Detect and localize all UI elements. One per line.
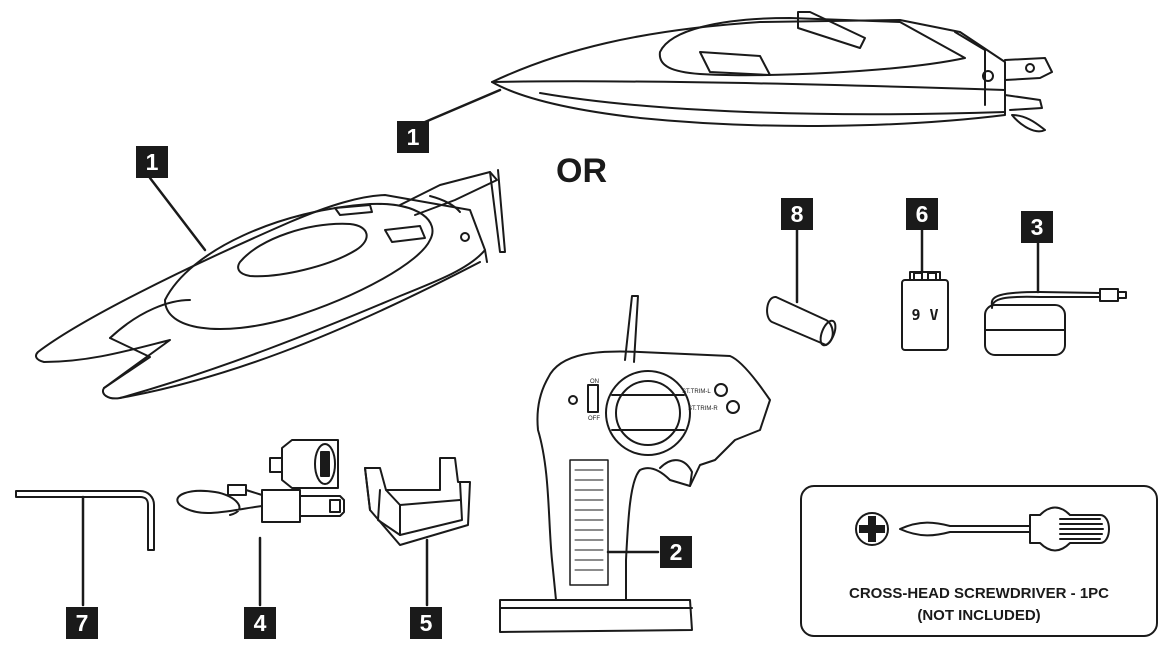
part-number-badge-4: 4 (244, 607, 276, 639)
aa-battery-icon (766, 226, 837, 347)
hex-key-icon (15, 490, 155, 607)
note-line-2: (NOT INCLUDED) (917, 607, 1041, 624)
battery-pack-icon (984, 236, 1127, 356)
battery-9v-label: 9 V (911, 306, 938, 324)
or-separator: OR (556, 152, 607, 190)
speedboat-side-view-icon (423, 11, 1053, 133)
part-number-badge-1-top: 1 (397, 121, 429, 153)
part-number-badge-7: 7 (66, 607, 98, 639)
speedboat-three-quarter-view-icon (35, 169, 506, 400)
boat-stand-icon (364, 457, 471, 607)
remote-transmitter-icon: ON OFF ST.TRIM-L ST.TRIM-R (499, 295, 771, 633)
part-number-badge-5: 5 (410, 607, 442, 639)
note-line-1: CROSS-HEAD SCREWDRIVER - 1PC (848, 585, 1110, 602)
screwdriver-note-box: CROSS-HEAD SCREWDRIVER - 1PC (NOT INCLUD… (800, 485, 1158, 637)
usb-charger-icon (176, 439, 345, 607)
part-number-badge-8: 8 (781, 198, 813, 230)
9v-battery-icon: 9 V (901, 228, 949, 351)
switch-on-text: ON (590, 379, 599, 385)
trim-right-text: ST.TRIM-R (688, 406, 718, 412)
part-number-badge-3: 3 (1021, 211, 1053, 243)
part-number-badge-6: 6 (906, 198, 938, 230)
switch-off-text: OFF (588, 416, 600, 422)
screwdriver-icon (855, 506, 1110, 552)
part-number-badge-1-left: 1 (136, 146, 168, 178)
trim-left-text: ST.TRIM-L (682, 389, 711, 395)
part-number-badge-2: 2 (660, 536, 692, 568)
